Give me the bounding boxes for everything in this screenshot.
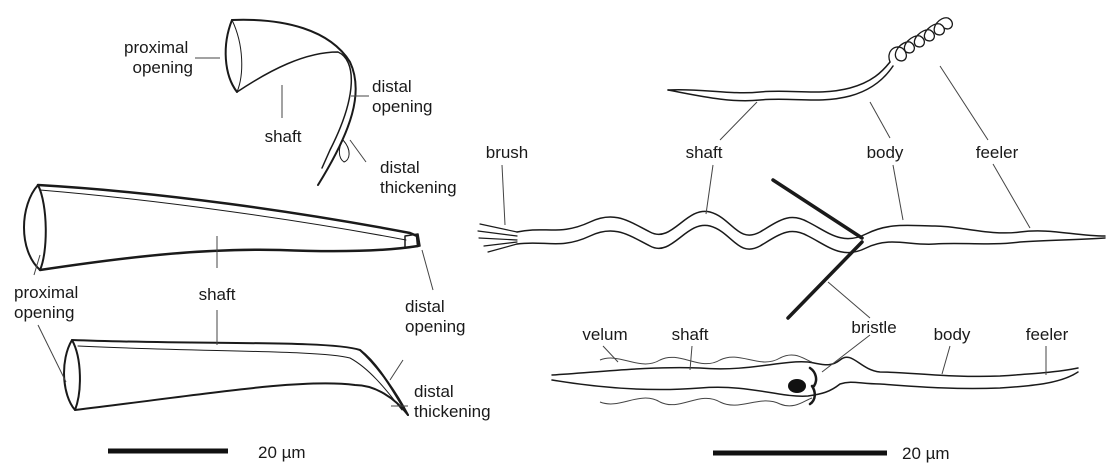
label-feeler-top: feeler [976,143,1019,162]
label-shaft-bottom-right: shaft [672,325,709,344]
middle-organism [478,211,1105,252]
label-distal-opening-top: distal opening [372,77,433,116]
label-shaft-top-right: shaft [686,143,723,162]
bottom-organism [552,355,1078,406]
leader-body-top [893,165,903,220]
scale-bar-left-label: 20 µm [258,443,306,462]
scale-bar-right-label: 20 µm [902,444,950,463]
leader-proximal-bottom [38,325,66,382]
label-proximal-opening-top: proximal opening [124,38,193,77]
leader-shaft-top-link [720,102,757,140]
nucleus-dot [788,379,806,393]
leader-velum [603,346,618,362]
label-body-top: body [867,143,904,162]
label-bristle: bristle [851,318,896,337]
label-brush: brush [486,143,529,162]
label-distal-thickening-bottom: distal thickening [414,382,491,421]
label-proximal-opening-bottom: proximal opening [14,283,83,322]
leader-feeler-top [993,164,1030,228]
middle-horn-structure [24,185,420,270]
leader-distal-opening-bottom [390,360,403,380]
top-organism [668,18,952,101]
label-velum: velum [582,325,627,344]
label-shaft-middle: shaft [199,285,236,304]
leader-feeler-top-link [940,66,988,140]
leader-shaft-top [706,165,713,214]
leader-bristle [828,282,870,318]
leader-distal-opening-middle [422,250,433,290]
leader-bristle-bottom [822,335,870,372]
label-distal-opening-bottom: distal opening [405,297,466,336]
label-distal-thickening-top: distal thickening [380,158,457,197]
leader-shaft-bottom [690,346,692,370]
leader-brush [502,165,505,225]
bottom-hook-structure [64,340,408,415]
leader-body-bottom [942,346,950,374]
bristle-lower [788,242,862,318]
leader-body-top-link [870,102,890,138]
label-body-bottom: body [934,325,971,344]
bristle-upper [773,180,862,238]
label-shaft-top: shaft [265,127,302,146]
leader-distal-thickening-top [350,140,366,162]
label-feeler-bottom: feeler [1026,325,1069,344]
top-hook-structure [226,20,356,185]
